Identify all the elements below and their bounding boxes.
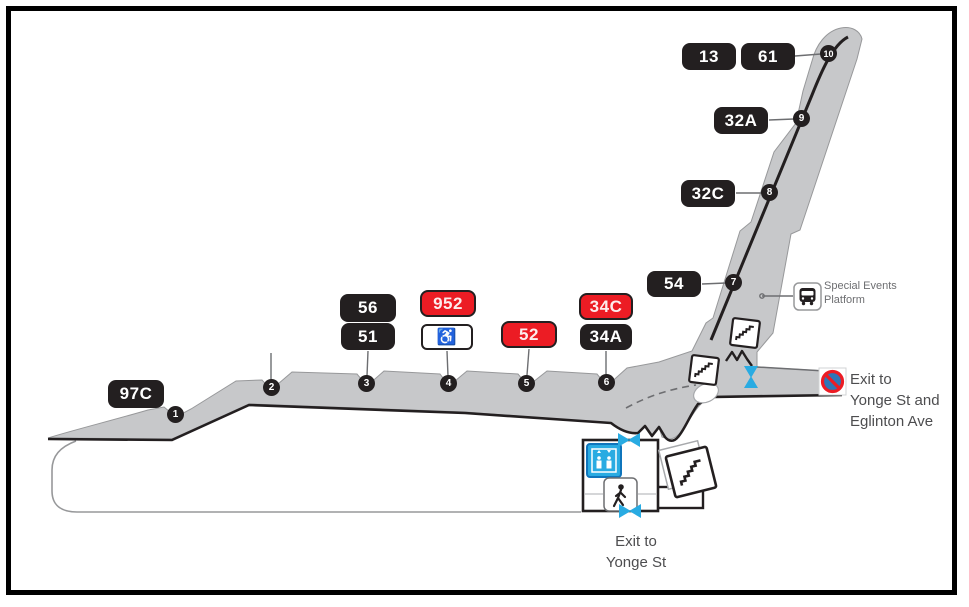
exit-east-label: Exit to Yonge St and Eglinton Ave xyxy=(850,369,940,432)
route-badge-34C: 34C xyxy=(579,293,633,320)
exit-south-label: Exit to Yonge St xyxy=(580,531,692,573)
stairs-icon-room xyxy=(657,439,718,499)
exit-east-line3: Eglinton Ave xyxy=(850,413,934,430)
exit-east-line1: Exit to xyxy=(850,371,892,388)
elevator-icon xyxy=(586,443,622,478)
route-badge-13: 13 xyxy=(682,43,736,70)
route-badge-51: 51 xyxy=(341,323,395,350)
door-marker-room-top xyxy=(618,433,640,447)
route-badge-61: 61 xyxy=(741,43,795,70)
platform-edge-main xyxy=(47,393,843,443)
special-events-platform-label: Special Events Platform xyxy=(824,279,897,307)
platform-edge-diagonal xyxy=(709,35,849,341)
route-badge-32C: 32C xyxy=(681,180,735,207)
route-badge-56: 56 xyxy=(340,294,396,322)
bus-loop-road xyxy=(51,440,581,513)
leader-lines xyxy=(270,53,822,379)
stop-marker-3: 3 xyxy=(358,375,375,392)
stop-marker-7: 7 xyxy=(725,274,742,291)
bus-icon xyxy=(793,282,822,311)
dashed-guideline xyxy=(625,384,697,409)
stop-marker-6: 6 xyxy=(598,374,615,391)
route-badge-52: 52 xyxy=(501,321,557,348)
no-stopping-icon xyxy=(818,367,847,396)
stop-marker-2: 2 xyxy=(263,379,280,396)
route-badge-97C: 97C xyxy=(108,380,164,408)
stop-marker-10: 10 xyxy=(820,45,837,62)
walking-person-icon xyxy=(603,477,638,512)
stop-marker-9: 9 xyxy=(793,110,810,127)
exit-east-line2: Yonge St and xyxy=(850,392,940,409)
stairs-icon-junction xyxy=(688,354,720,386)
stop-marker-5: 5 xyxy=(518,375,535,392)
stairs-icon-upper xyxy=(729,317,761,349)
door-marker-corridor xyxy=(744,366,758,388)
route-badge-32A: 32A xyxy=(714,107,768,134)
stop-marker-1: 1 xyxy=(167,406,184,423)
route-badge-952: 952 xyxy=(420,290,476,317)
route-badge-54: 54 xyxy=(647,271,701,297)
special-events-line2: Platform xyxy=(824,294,865,306)
route-badge-34A: 34A xyxy=(580,324,632,350)
special-events-line1: Special Events xyxy=(824,280,897,292)
exit-south-line2: Yonge St xyxy=(605,554,667,571)
wheelchair-icon: ♿ xyxy=(421,324,473,350)
stop-marker-4: 4 xyxy=(440,375,457,392)
door-marker-room-bottom xyxy=(619,504,641,518)
platform-edge-zigzag xyxy=(725,349,753,367)
door-markers xyxy=(618,366,758,518)
exit-south-line1: Exit to xyxy=(615,533,657,550)
stop-marker-8: 8 xyxy=(761,184,778,201)
escalator-landing xyxy=(693,382,719,404)
